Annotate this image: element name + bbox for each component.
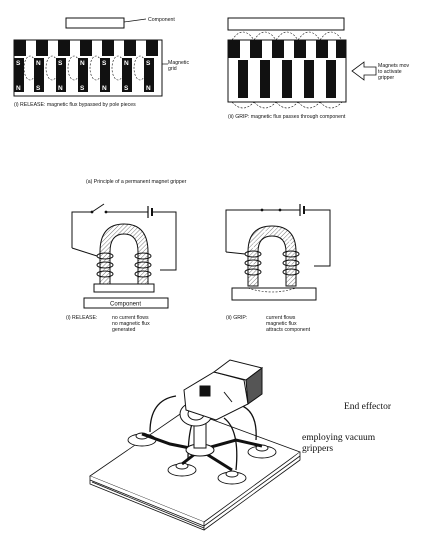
vacuum-caption-line1: End effector xyxy=(344,401,392,412)
release-caption: (i) RELEASE: magnetic flux bypassed by p… xyxy=(14,102,136,108)
vacuum-caption-line2: employing vacuum xyxy=(302,433,376,443)
component-block xyxy=(231,287,317,301)
activation-arrow xyxy=(351,61,377,81)
svg-text:S: S xyxy=(124,85,129,92)
svg-text:N: N xyxy=(58,85,63,92)
flux-lines xyxy=(23,55,147,81)
svg-text:N: N xyxy=(80,60,85,67)
magnet-bars xyxy=(14,58,154,92)
component-plate xyxy=(227,17,345,31)
svg-text:S: S xyxy=(80,85,85,92)
coil-right xyxy=(134,252,152,278)
vacuum-caption-line3: grippers xyxy=(302,444,333,454)
battery-icon xyxy=(147,206,153,218)
circuit-wire xyxy=(225,209,262,252)
svg-text:N: N xyxy=(36,60,41,67)
battery-icon xyxy=(299,204,305,216)
svg-text:gripper: gripper xyxy=(378,75,394,81)
svg-text:generated: generated xyxy=(112,327,135,333)
flux-lines xyxy=(252,230,292,280)
principle-caption: (a) Principle of a permanent magnet grip… xyxy=(86,179,187,185)
circuit-wire xyxy=(71,211,92,248)
flux-lines xyxy=(231,31,343,109)
grip-magnet-diagram: Magnets mov to activate gripper (ii) GRI… xyxy=(227,17,410,120)
svg-text:S: S xyxy=(16,60,21,67)
grip-caption: (ii) GRIP: magnetic flux passes through … xyxy=(228,114,346,120)
electromagnet-grip-diagram: (ii) GRIP: current flows magnetic flux a… xyxy=(225,204,331,333)
svg-text:no current flows: no current flows xyxy=(112,315,149,321)
electromagnet-release-diagram: Component (i) RELEASE: no current flows … xyxy=(66,203,177,333)
svg-text:attracts component: attracts component xyxy=(266,327,311,333)
activation-label: Magnets mov xyxy=(378,63,410,69)
component-label: Component xyxy=(148,17,175,23)
magnetic-grid-label: Magnetic xyxy=(168,60,189,66)
magnet-core xyxy=(99,223,149,289)
component-block xyxy=(83,297,169,309)
svg-text:magnetic flux: magnetic flux xyxy=(266,321,297,327)
component-plate xyxy=(65,17,125,29)
pole-pieces-top xyxy=(14,40,158,56)
svg-text:grid: grid xyxy=(168,66,177,72)
magnet-bars xyxy=(238,60,336,98)
svg-text:N: N xyxy=(124,60,129,67)
robot-wrist xyxy=(179,359,264,427)
svg-text:N: N xyxy=(102,85,107,92)
vacuum-gripper-illustration: End effector employing vacuum grippers xyxy=(89,359,392,531)
svg-text:S: S xyxy=(102,60,107,67)
coil-right xyxy=(282,250,300,276)
pole-pieces-top xyxy=(228,40,346,58)
svg-text:to activate: to activate xyxy=(378,69,402,75)
svg-text:no magnetic flux: no magnetic flux xyxy=(112,321,150,327)
grip-caption: (ii) GRIP: xyxy=(226,315,247,321)
pole-letters: S N S N S N S N S N S N S N xyxy=(16,60,151,92)
svg-text:S: S xyxy=(58,60,63,67)
open-switch xyxy=(91,203,105,213)
svg-text:S: S xyxy=(146,60,151,67)
svg-text:current flows: current flows xyxy=(266,315,296,321)
gripper-frame xyxy=(141,432,263,472)
svg-text:N: N xyxy=(16,85,21,92)
release-caption: (i) RELEASE: xyxy=(66,315,97,321)
svg-text:S: S xyxy=(36,85,41,92)
release-magnet-diagram: Component S N S N S xyxy=(13,17,189,108)
svg-text:N: N xyxy=(146,85,151,92)
sheet-stack xyxy=(89,409,301,531)
magnet-core xyxy=(247,225,297,287)
component-label: Component xyxy=(110,302,141,308)
